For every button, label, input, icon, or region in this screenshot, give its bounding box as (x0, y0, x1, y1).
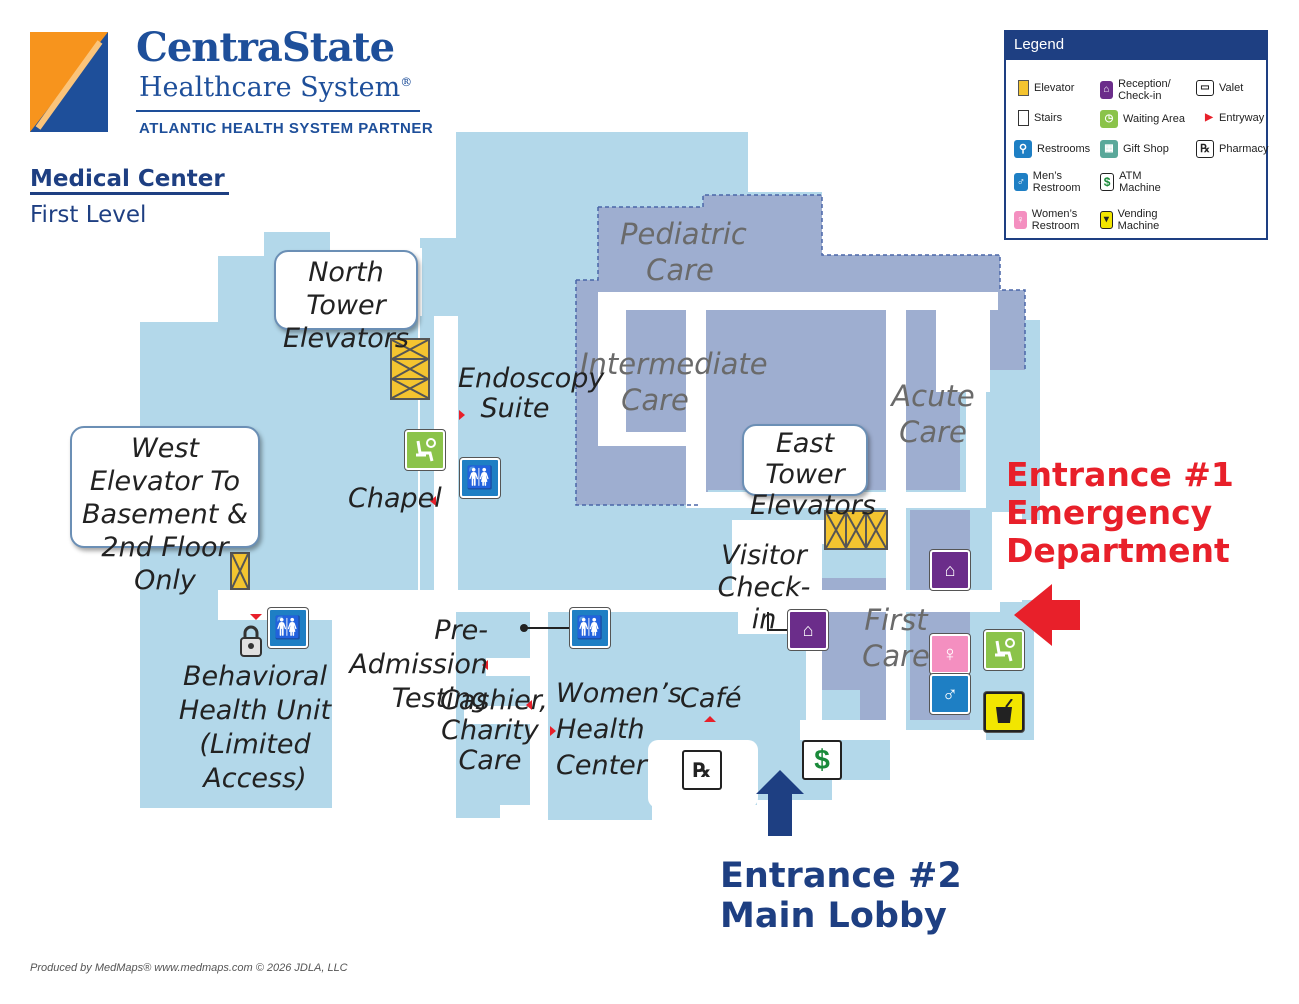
waiting-area-icon (984, 630, 1024, 670)
valet-icon: ▭ (1196, 80, 1214, 96)
behavioral-health-text: Behavioral Health Unit (Limited Access) (178, 661, 332, 794)
west-elevator-callout: West Elevator To Basement & 2nd Floor On… (70, 426, 260, 596)
atm-icon: $ (1100, 173, 1115, 191)
pediatric-care-text: Pediatric Care (620, 217, 747, 287)
west-elevator-icon[interactable] (230, 552, 250, 590)
legend-title: Legend (1006, 32, 1266, 60)
legend-item-gift: ▦ Gift Shop (1100, 140, 1169, 158)
entrance-1-label: Entrance #1 Emergency Department (1006, 455, 1234, 570)
legend-item-elevator: Elevator (1018, 80, 1074, 96)
cashier-text: Cashier, Charity Care (440, 685, 548, 776)
lock-icon (239, 624, 263, 658)
brand-partner: ATLANTIC HEALTH SYSTEM PARTNER (139, 120, 434, 137)
pharmacy-icon: ℞ (1196, 140, 1214, 158)
north-tower-callout-text: North Tower Elevators (283, 257, 409, 354)
restrooms-icon: 🚻 (570, 608, 610, 648)
chapel-text: Chapel (348, 483, 442, 514)
mens-restroom-icon: ♂ (930, 674, 970, 714)
legend-item-atm: $ ATM Machine (1100, 170, 1170, 194)
restrooms-icon: 🚻 (268, 608, 308, 648)
north-tower-elevators-icon[interactable] (390, 338, 430, 400)
stairs-icon (1018, 110, 1029, 126)
womens-restroom-icon: ♀ (930, 634, 970, 674)
legend-item-vending: ▾ Vending Machine (1100, 208, 1174, 232)
legend-item-reception: ⌂ Reception/ Check-in (1100, 78, 1190, 102)
vending-icon (984, 692, 1024, 732)
mens-restroom-icon: ♂ (1014, 173, 1028, 191)
entryway-icon: ▶ (1205, 112, 1213, 123)
womens-restroom-icon: ♀ (1014, 211, 1027, 229)
vending-icon: ▾ (1100, 211, 1113, 229)
east-tower-callout-text: East Tower Elevators (750, 428, 876, 521)
womens-health-text: Women’s Health Center (556, 678, 682, 781)
elevator-icon (1018, 80, 1029, 96)
endoscopy-text: Endoscopy Suite (458, 363, 605, 424)
acute-care-text: Acute Care (891, 379, 975, 449)
restrooms-icon: ⚲ (1014, 140, 1032, 158)
west-elevator-callout-text: West Elevator To Basement & 2nd Floor On… (82, 433, 248, 596)
legend-item-waiting: ◷ Waiting Area (1100, 110, 1185, 128)
page-title: Medical Center (30, 166, 229, 195)
east-tower-elevators-icon[interactable] (824, 510, 888, 550)
brand-name: CentraState (136, 24, 395, 71)
brand-logo-icon (30, 32, 108, 132)
legend-item-restrooms: ⚲ Restrooms (1014, 140, 1090, 158)
west-block (140, 232, 418, 808)
entrance-2-label: Entrance #2 Main Lobby (720, 856, 962, 936)
footer-credit: Produced by MedMaps® www.medmaps.com © 2… (30, 962, 348, 974)
brand-logo (30, 32, 108, 132)
entrance-1-arrow (1014, 584, 1080, 646)
legend-item-womens: ♀ Women’s Restroom (1014, 208, 1100, 232)
intermediate-care-text: Intermediate Care (580, 347, 768, 417)
entrance-2-arrow (756, 770, 804, 836)
pre-admission-text: Pre-Admission Testing (349, 615, 488, 714)
restrooms-icon: 🚻 (460, 458, 500, 498)
legend-panel: Legend Elevator Stairs ⚲ Restrooms ♂ Men… (1004, 30, 1269, 240)
reception-icon: ⌂ (1100, 81, 1114, 99)
brand-subname: Healthcare System® (139, 72, 413, 103)
waiting-area-icon: ◷ (1100, 110, 1118, 128)
north-tower-callout: North Tower Elevators (274, 250, 418, 354)
reception-icon: ⌂ (788, 610, 828, 650)
cafe-text: Café (680, 683, 742, 714)
legend-item-stairs: Stairs (1018, 110, 1062, 126)
legend-item-mens: ♂ Men’s Restroom (1014, 170, 1094, 194)
gift-shop-icon: ▦ (1100, 140, 1118, 158)
reception-icon: ⌂ (930, 550, 970, 590)
first-care-text: First Care (862, 603, 930, 673)
visitor-checkin-text: Visitor Check-in (717, 540, 811, 635)
east-tower-callout: East Tower Elevators (742, 424, 876, 521)
atm-icon: $ (802, 740, 842, 780)
waiting-area-icon (405, 430, 445, 470)
first-care-area (822, 578, 890, 720)
legend-item-valet: ▭ Valet (1196, 80, 1243, 96)
legend-item-pharmacy: ℞ Pharmacy (1196, 140, 1269, 158)
level-subtitle: First Level (30, 202, 147, 228)
legend-item-entryway: ▶ Entryway (1205, 112, 1265, 124)
pharmacy-icon: ℞ (682, 750, 722, 790)
